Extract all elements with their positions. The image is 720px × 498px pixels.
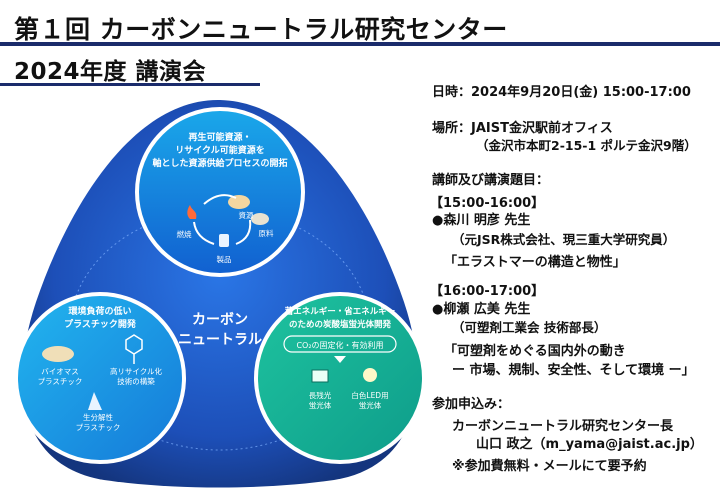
talk2-title-line2: ー 市場、規制、安全性、そして環境 ー」 xyxy=(452,363,695,378)
top-circle-line2: リサイクル可能資源を xyxy=(175,144,265,156)
top-circle-line1: 再生可能資源・ xyxy=(188,131,251,143)
label-led-2: 蛍光体 xyxy=(359,400,382,410)
title-line-1: 第１回 カーボンニュートラル研究センター xyxy=(14,15,508,44)
contact-line-2[interactable]: 山口 政之（m_yama@jaist.ac.jp） xyxy=(476,437,703,452)
talk1-affiliation: （元JSR株式会社、現三重大学研究員） xyxy=(452,232,676,247)
label-material: 原料 xyxy=(259,228,274,238)
talk1-title: 「エラストマーの構造と物性」 xyxy=(444,255,626,270)
label-resource: 資源 xyxy=(239,210,254,220)
co2-pill xyxy=(283,335,397,353)
biodegradable-bag-icon xyxy=(88,392,102,410)
fee-note: ※参加費無料・メールにて要予約 xyxy=(452,459,647,474)
top-circle xyxy=(135,107,305,277)
led-bulb-icon xyxy=(363,368,377,382)
left-circle xyxy=(14,292,186,464)
talk1-speaker: ●森川 明彦 先生 xyxy=(432,213,531,228)
center-label-1: カーボン xyxy=(192,312,248,328)
label-long-1: 長残光 xyxy=(309,390,332,400)
left-circle-line1: 環境負荷の低い xyxy=(68,305,131,317)
label-long-2: 蛍光体 xyxy=(309,400,332,410)
apply-heading: 参加申込み： xyxy=(432,397,511,412)
biomass-pellets-icon xyxy=(42,346,74,362)
title-divider xyxy=(0,42,720,46)
label-burn: 燃焼 xyxy=(177,229,192,239)
event-date: 日時：2024年9月20日(金) 15:00-17:00 xyxy=(432,85,691,100)
bottle-icon xyxy=(219,234,229,247)
cycle-arrows-icon xyxy=(193,194,252,245)
right-circle-line1: 蓄エネルギー・省エネルギー xyxy=(285,306,396,317)
talk2-time: 【16:00-17:00】 xyxy=(430,284,545,299)
left-circle-line2: プラスチック開発 xyxy=(64,318,137,330)
down-arrow-icon xyxy=(334,356,346,363)
material-pellets-icon xyxy=(251,213,269,225)
carbon-neutral-diagram: カーボン ニュートラル 再生可能資源・ リサイクル可能資源を 軸とした資源供給プ… xyxy=(14,99,426,488)
venue-address: （金沢市本町2-15-1 ポルテ金沢9階） xyxy=(476,138,697,153)
label-bio-1: 生分解性 xyxy=(83,412,113,422)
talk1-time: 【15:00-16:00】 xyxy=(430,196,545,211)
title-line-2: 2024年度 講演会 xyxy=(14,59,207,85)
label-biomass-1: バイオマス xyxy=(41,367,79,376)
center-label-2: ニュートラル xyxy=(178,332,262,348)
co2-pill-label: CO₂の固定化・有効利用 xyxy=(296,340,383,350)
speakers-heading: 講師及び講演題目： xyxy=(432,173,550,188)
talk2-title-line1: 「可塑剤をめぐる国内外の動き xyxy=(444,344,626,359)
molecule-icon xyxy=(125,334,143,364)
label-bio-2: プラスチック xyxy=(76,423,121,432)
label-biomass-2: プラスチック xyxy=(38,377,83,386)
label-product: 製品 xyxy=(217,254,232,264)
resource-pile-icon xyxy=(228,195,250,209)
label-led-1: 白色LED用 xyxy=(351,390,388,400)
talk2-affiliation: （可塑剤工業会 技術部長） xyxy=(452,320,607,335)
top-circle-line3: 軸とした資源供給プロセスの開拓 xyxy=(152,157,287,169)
subtitle-underline xyxy=(0,83,260,86)
right-circle-line2: のための炭酸塩蛍光体開発 xyxy=(289,319,392,330)
talk2-speaker: ●柳瀬 広美 先生 xyxy=(432,302,531,317)
cycle-icons xyxy=(187,194,269,247)
flame-icon xyxy=(187,205,197,219)
exit-sign-icon xyxy=(311,369,329,383)
contact-line-1: カーボンニュートラル研究センター長 xyxy=(452,419,674,434)
label-recycle-1: 高リサイクル化 xyxy=(110,366,163,376)
label-recycle-2: 技術の構築 xyxy=(117,376,155,386)
venue-label: 場所：JAIST金沢駅前オフィス xyxy=(432,121,613,136)
